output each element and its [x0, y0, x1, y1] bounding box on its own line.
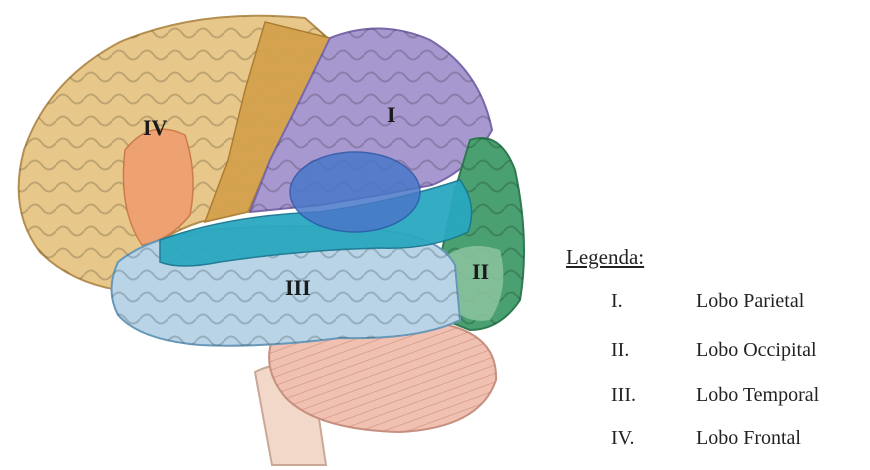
legend-item: II. Lobo Occipital [566, 339, 866, 369]
legend-title: Legenda: [566, 245, 644, 270]
legend-item: III. Lobo Temporal [566, 384, 866, 414]
label-parietal: I [387, 102, 396, 128]
legend-item-name: Lobo Parietal [696, 290, 804, 313]
legend-item-number: III. [611, 384, 636, 407]
legend-item-name: Lobo Frontal [696, 427, 801, 450]
insula [290, 152, 420, 232]
legend-item: I. Lobo Parietal [566, 290, 866, 320]
legend-item-name: Lobo Occipital [696, 339, 817, 362]
label-frontal: IV [143, 115, 167, 141]
brain-illustration [0, 0, 560, 470]
legend-item-number: IV. [611, 427, 635, 450]
label-temporal: III [285, 275, 311, 301]
legend-item-number: I. [611, 290, 623, 313]
legend-item-name: Lobo Temporal [696, 384, 819, 407]
legend-item: IV. Lobo Frontal [566, 427, 866, 457]
label-occipital: II [472, 259, 489, 285]
legend-item-number: II. [611, 339, 629, 362]
